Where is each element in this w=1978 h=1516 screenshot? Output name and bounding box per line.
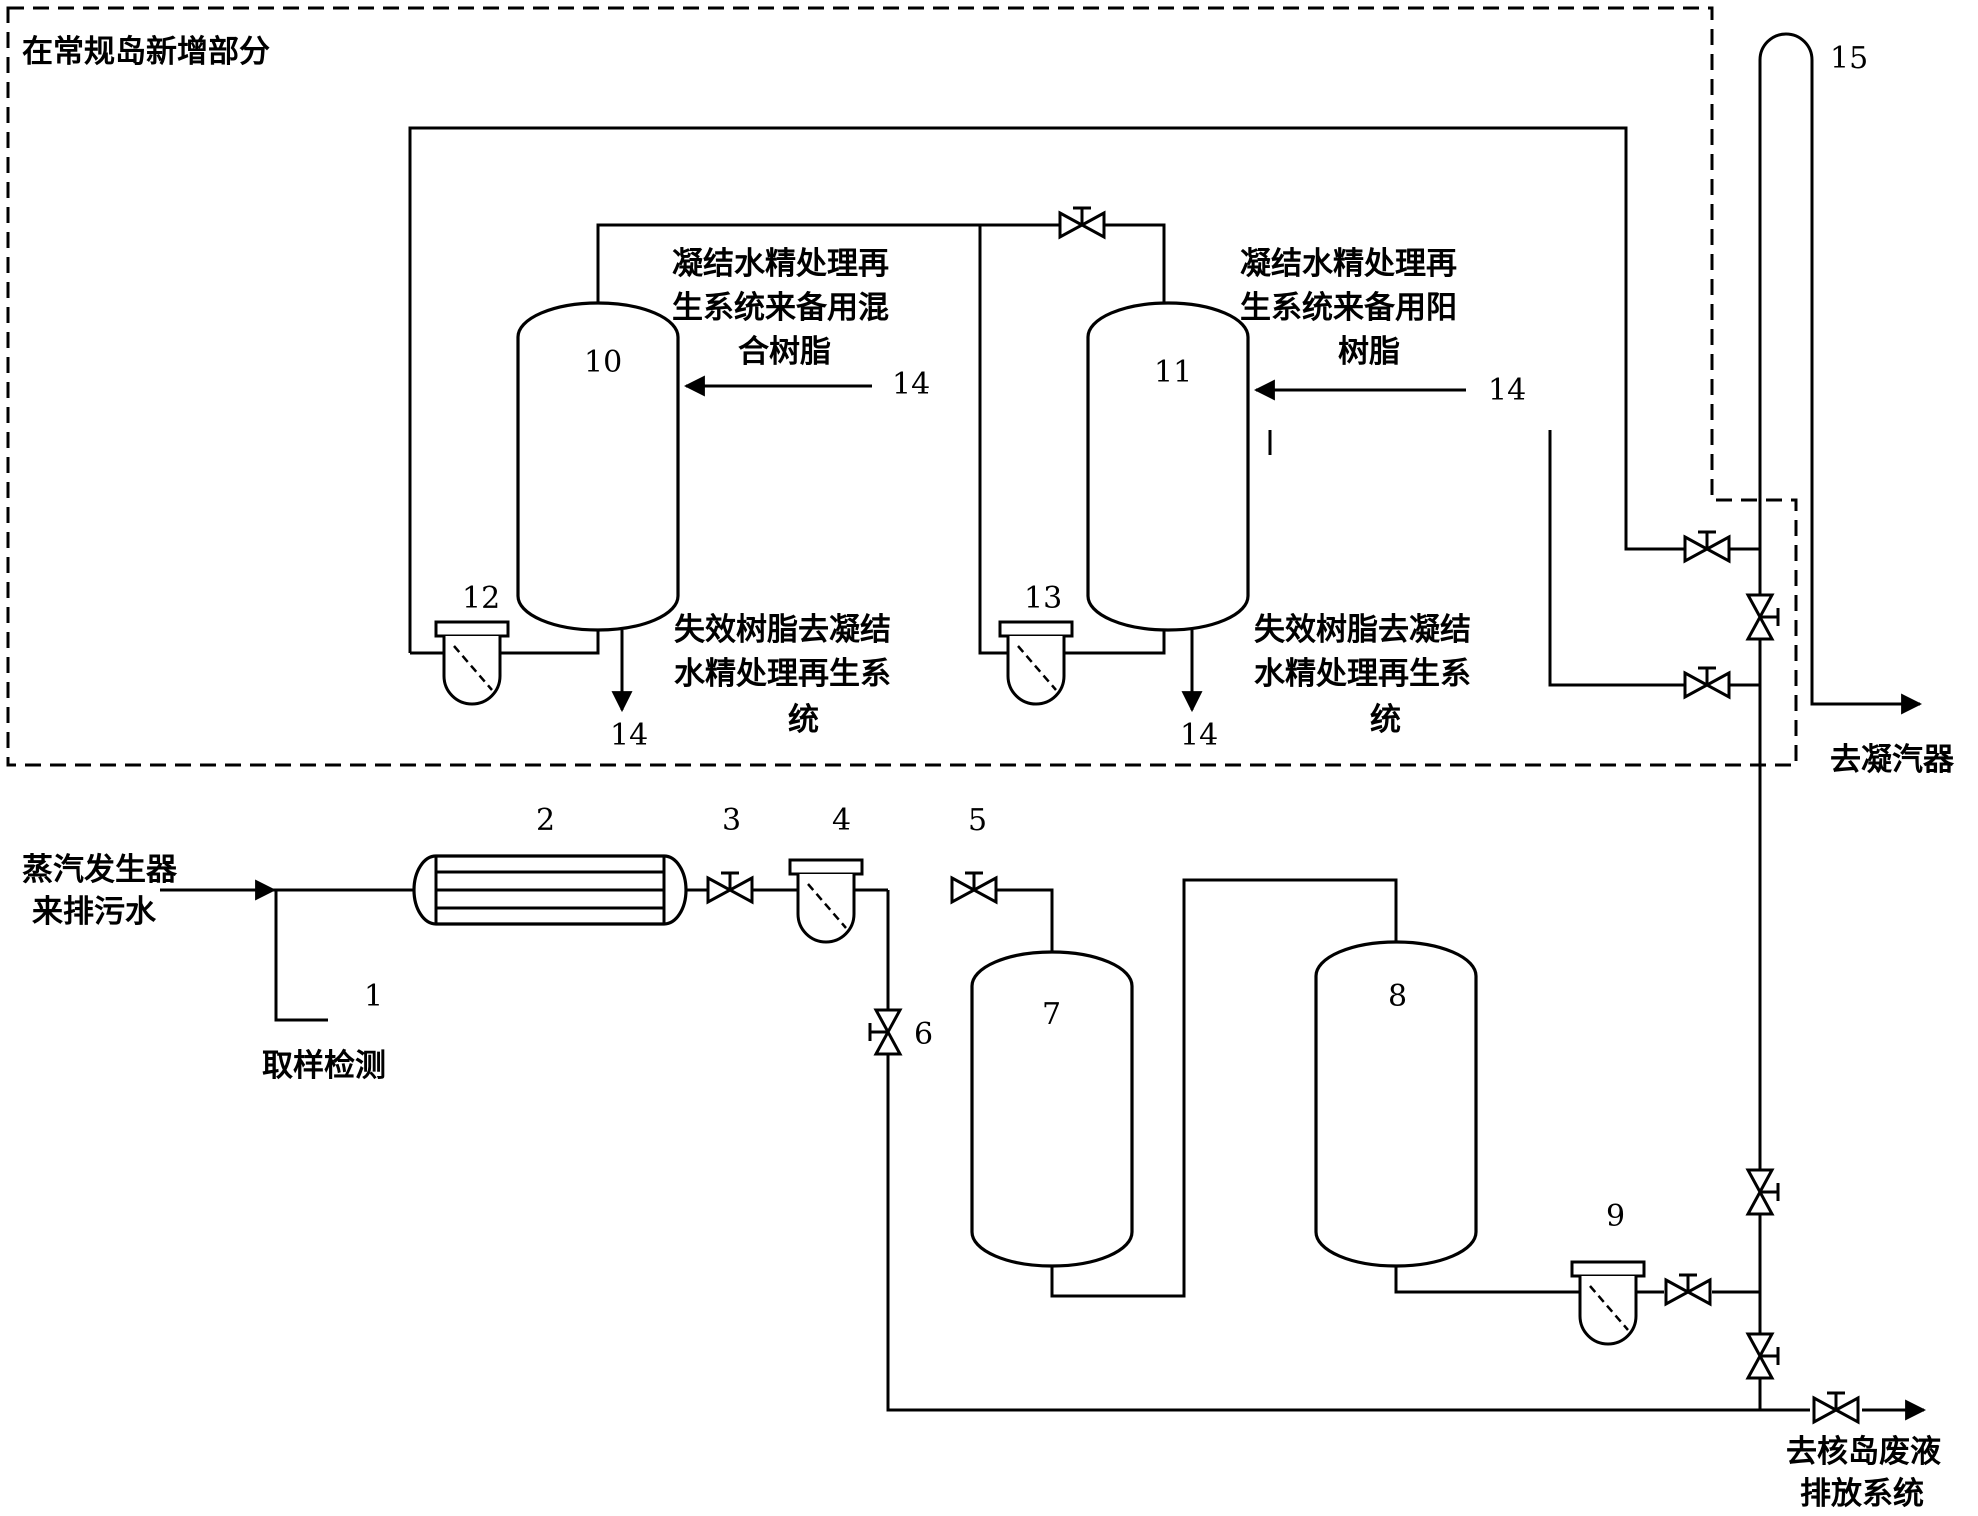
svg-text:水精处理再生系: 水精处理再生系: [1254, 656, 1471, 692]
resin-vessel-10: [516, 301, 680, 632]
valve-5[interactable]: [950, 871, 998, 904]
svg-text:生系统来备用阳: 生系统来备用阳: [1240, 290, 1457, 326]
pipe-crossover: [978, 225, 1008, 655]
label-14-c: 14: [892, 367, 930, 402]
label-8: 8: [1388, 979, 1407, 1014]
pipe-8-out: [1394, 1266, 1760, 1294]
svg-text:失效树脂去凝结: 失效树脂去凝结: [1254, 612, 1471, 648]
filter-9: [1570, 1260, 1646, 1346]
ion-exchange-vessel-7: [970, 950, 1134, 1268]
valve-3[interactable]: [706, 871, 754, 904]
filter-4: [788, 858, 864, 944]
inlet-label-1: 蒸汽发生器: [22, 852, 178, 888]
valve-return-lower[interactable]: [1683, 666, 1731, 699]
svg-text:凝结水精处理再: 凝结水精处理再: [1240, 246, 1457, 282]
sampling-label: 取样检测: [262, 1048, 386, 1084]
svg-text:生系统来备用混: 生系统来备用混: [672, 290, 889, 326]
pipe-7-to-8: [1050, 878, 1398, 1298]
valve-riser-mid[interactable]: [1746, 1168, 1780, 1216]
label-7: 7: [1042, 997, 1061, 1032]
filter-12: [434, 620, 510, 706]
svg-text:水精处理再生系: 水精处理再生系: [674, 656, 891, 692]
to-waste-label-2: 排放系统: [1800, 1476, 1924, 1512]
label-14-d: 14: [1488, 373, 1526, 408]
pipe-filter12-out: [410, 630, 600, 655]
svg-text:树脂: 树脂: [1338, 334, 1400, 370]
inlet-label-2: 来排污水: [32, 894, 157, 930]
label-10: 10: [584, 345, 622, 380]
mixed-resin-note: 凝结水精处理再 生系统来备用混 合树脂: [672, 246, 889, 370]
label-1: 1: [364, 979, 383, 1014]
label-6: 6: [914, 1017, 933, 1052]
pipe-bypass: [886, 890, 1760, 1412]
label-15: 15: [1830, 41, 1868, 76]
heat-exchanger-2: [412, 854, 688, 926]
pipe-10-top: [596, 223, 1166, 303]
valve-6[interactable]: [868, 1008, 902, 1056]
label-2: 2: [536, 803, 555, 838]
label-13: 13: [1024, 581, 1062, 616]
pipe-to-valve-low: [1268, 430, 1686, 687]
svg-text:凝结水精处理再: 凝结水精处理再: [672, 246, 889, 282]
region-boundary: [6, 6, 1798, 767]
label-14-a: 14: [610, 718, 648, 753]
region-label: 在常规岛新增部分: [22, 34, 270, 70]
label-12: 12: [462, 581, 500, 616]
label-5: 5: [968, 803, 987, 838]
valve-riser-upper[interactable]: [1746, 593, 1780, 641]
label-14-b: 14: [1180, 718, 1218, 753]
to-waste-label-1: 去核岛废液: [1786, 1434, 1941, 1470]
to-condenser-label: 去凝汽器: [1830, 742, 1955, 778]
label-11: 11: [1154, 355, 1192, 390]
pipe-filter13-out: [1064, 630, 1166, 655]
label-3: 3: [722, 803, 741, 838]
svg-text:失效树脂去凝结: 失效树脂去凝结: [674, 612, 891, 648]
svg-text:统: 统: [1370, 702, 1401, 738]
valve-return-upper[interactable]: [1683, 530, 1731, 563]
filter-13: [998, 620, 1074, 706]
pipe-inlet: [274, 888, 414, 1022]
ion-exchange-vessel-8: [1314, 940, 1478, 1268]
svg-text:合树脂: 合树脂: [738, 334, 831, 370]
valve-crossover[interactable]: [1058, 206, 1106, 239]
valve-waste[interactable]: [1812, 1391, 1860, 1424]
pipe-top-loop: [408, 126, 1686, 653]
pipe-hx-out: [686, 888, 1054, 952]
pipe-main-riser: [1758, 32, 1923, 1410]
svg-text:统: 统: [788, 702, 819, 738]
label-4: 4: [832, 803, 851, 838]
label-9: 9: [1606, 1199, 1625, 1234]
pipe-riser-right: [1728, 547, 1760, 687]
spent-resin-note-b: 失效树脂去凝结 水精处理再生系 统: [1254, 612, 1471, 738]
spent-resin-note-a: 失效树脂去凝结 水精处理再生系 统: [674, 612, 891, 738]
anion-resin-note: 凝结水精处理再 生系统来备用阳 树脂: [1240, 246, 1457, 370]
resin-vessel-11: [1086, 301, 1250, 632]
valve-riser-low[interactable]: [1746, 1332, 1780, 1380]
valve-9-out[interactable]: [1664, 1273, 1712, 1306]
